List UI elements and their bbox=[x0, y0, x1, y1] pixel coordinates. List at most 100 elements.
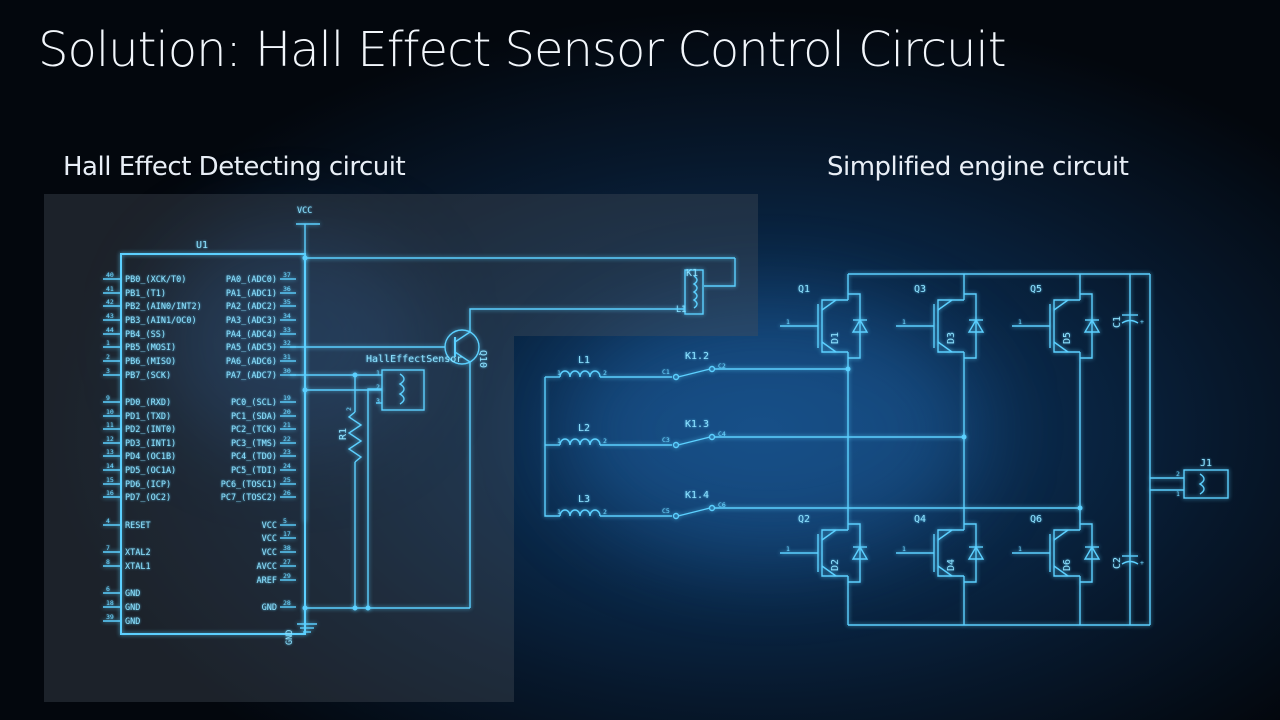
mcu-pin-number: 6 bbox=[106, 585, 110, 593]
mcu-pin-name: VCC bbox=[262, 534, 277, 544]
inductor-label: L2 bbox=[578, 423, 590, 434]
hall-sensor-symbol bbox=[398, 373, 405, 405]
mcu-pin-number: 21 bbox=[283, 421, 291, 429]
contact-terminal bbox=[708, 504, 716, 512]
igbt-collector bbox=[937, 529, 953, 541]
mcu-pin-name: AREF bbox=[257, 576, 277, 586]
mcu-pin-number: 23 bbox=[283, 448, 291, 456]
mcu-pin-name: PD4_(OC1B) bbox=[125, 452, 176, 462]
mcu-pin-number: 8 bbox=[106, 558, 110, 566]
inductor-label: L1 bbox=[578, 355, 590, 366]
mcu-pin-number: 10 bbox=[106, 408, 114, 416]
relay-coil-k1: K1 L1 bbox=[676, 268, 704, 315]
diode-triangle bbox=[851, 545, 869, 560]
mcu-pin-number: 31 bbox=[283, 353, 291, 361]
mcu-pin-number: 9 bbox=[106, 394, 110, 402]
mcu-pin-number: 3 bbox=[106, 367, 110, 375]
mcu-pin-number: 24 bbox=[283, 462, 291, 470]
mcu-pin-name: PB5_(MOSI) bbox=[125, 343, 176, 353]
mcu-pin-number: 38 bbox=[283, 544, 291, 552]
pin-number: 2 bbox=[603, 508, 607, 516]
junction bbox=[302, 387, 308, 393]
transistor-label: Q10 bbox=[477, 350, 488, 368]
collector-to-relay bbox=[469, 308, 685, 332]
igbt-collector bbox=[1053, 299, 1069, 311]
mcu-pin-name: RESET bbox=[125, 521, 151, 531]
mcu-pin-name: PC3_(TMS) bbox=[231, 439, 277, 449]
mcu-pin-number: 27 bbox=[283, 558, 291, 566]
pin-number: 1 bbox=[902, 545, 906, 553]
diode-label: D2 bbox=[830, 559, 841, 571]
diode-triangle bbox=[1083, 318, 1101, 333]
detecting-circuit-panel-lower bbox=[44, 336, 514, 702]
mcu-pin-number: 41 bbox=[106, 285, 114, 293]
mcu-pin-number: 14 bbox=[106, 462, 114, 470]
mcu-pin-name: PB0_(XCK/T0) bbox=[125, 275, 186, 285]
contact-pin-label: C1 bbox=[662, 368, 670, 376]
contact-ref-label: K1.4 bbox=[685, 490, 709, 501]
detecting-circuit-panel bbox=[44, 194, 758, 336]
mcu-pin-name: PD2_(INT0) bbox=[125, 425, 176, 435]
junction bbox=[302, 605, 308, 611]
diode-triangle bbox=[967, 318, 985, 333]
diode-label: D1 bbox=[830, 332, 841, 344]
switch-label: Q1 bbox=[798, 284, 810, 295]
diode-label: D4 bbox=[946, 559, 957, 571]
diode-triangle bbox=[1083, 545, 1101, 560]
mcu-pin-number: 19 bbox=[283, 394, 291, 402]
mcu-pin-name: AVCC bbox=[257, 562, 277, 572]
mcu-pin-number: 13 bbox=[106, 448, 114, 456]
pin-number: + bbox=[1140, 559, 1144, 567]
vcc-to-relay-drop bbox=[704, 258, 736, 287]
capacitor-label: C1 bbox=[1112, 316, 1123, 328]
junction bbox=[302, 255, 308, 261]
slide-title: Solution: Hall Effect Sensor Control Cir… bbox=[38, 22, 1007, 78]
mcu-pin-number: 34 bbox=[283, 312, 291, 320]
detecting-circuit-caption: Hall Effect Detecting circuit bbox=[63, 152, 406, 182]
mcu-pin-name: XTAL2 bbox=[125, 548, 151, 558]
mcu-pin-number: 30 bbox=[283, 367, 291, 375]
igbt-emitter bbox=[821, 341, 837, 353]
mcu-pin-number: 2 bbox=[106, 353, 110, 361]
diode-triangle bbox=[967, 545, 985, 560]
inductor-coil bbox=[559, 370, 601, 378]
mcu-pin-name: PC1_(SDA) bbox=[231, 412, 277, 422]
diode-wire bbox=[1080, 293, 1093, 359]
mcu-pin-name: PD7_(OC2) bbox=[125, 493, 171, 503]
mcu-pin-name: GND bbox=[125, 603, 140, 613]
mcu-pin-name: PA4_(ADC4) bbox=[226, 330, 277, 340]
mcu-pin-number: 11 bbox=[106, 421, 114, 429]
switch-label: Q6 bbox=[1030, 514, 1042, 525]
mcu-pin-name: PA2_(ADC2) bbox=[226, 302, 277, 312]
svg-text:1: 1 bbox=[376, 369, 380, 377]
relay-coil-winding bbox=[692, 275, 698, 309]
svg-text:3: 3 bbox=[376, 397, 380, 405]
capacitor-plate bbox=[1121, 319, 1139, 324]
igbt-emitter bbox=[821, 565, 837, 577]
pin-number: 2 bbox=[1176, 470, 1180, 478]
contact-pin-label: C6 bbox=[718, 501, 726, 509]
transistor-q10: Q10 bbox=[290, 308, 685, 608]
mcu-pin-number: 33 bbox=[283, 326, 291, 334]
diode-label: D3 bbox=[946, 332, 957, 344]
contact-terminal bbox=[708, 365, 716, 373]
relay-pin-label: L1 bbox=[676, 305, 686, 315]
mcu-pin-name: PD3_(INT1) bbox=[125, 439, 176, 449]
mcu-pin-name: PD0_(RXD) bbox=[125, 398, 171, 408]
relay-coil-label: K1 bbox=[686, 268, 698, 279]
mcu-pin-name: VCC bbox=[262, 548, 277, 558]
mcu-pin-name: PD5_(OC1A) bbox=[125, 466, 176, 476]
mcu-pin-name: PD6_(ICP) bbox=[125, 480, 171, 490]
mcu-pin-number: 36 bbox=[283, 285, 291, 293]
svg-text:2: 2 bbox=[376, 383, 380, 391]
mcu-right-pins: 37PA0_(ADC0)36PA1_(ADC1)35PA2_(ADC2)34PA… bbox=[221, 271, 296, 613]
contact-terminal bbox=[708, 433, 716, 441]
mcu-pin-name: PA6_(ADC6) bbox=[226, 357, 277, 367]
pin-number: 1 bbox=[557, 437, 561, 445]
igbt-collector bbox=[821, 529, 837, 541]
igbt-emitter bbox=[937, 565, 953, 577]
mcu-pin-number: 43 bbox=[106, 312, 114, 320]
contact-pin-label: C2 bbox=[718, 362, 726, 370]
mcu-pin-number: 5 bbox=[283, 517, 287, 525]
gnd-label: GND bbox=[285, 630, 295, 645]
